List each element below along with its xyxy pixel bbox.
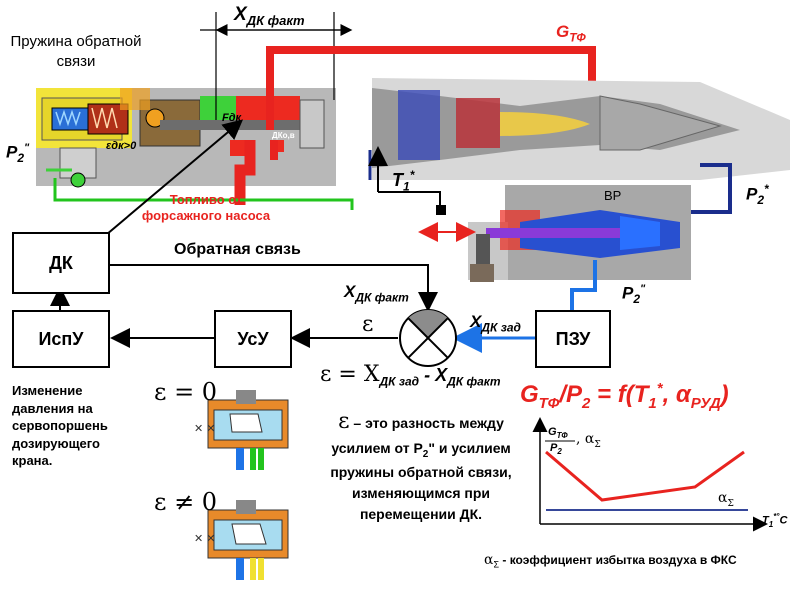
g-tf-label: GТФ: [556, 22, 586, 45]
bottom-note: αΣ - коэффициент избытка воздуха в ФКС: [484, 552, 737, 570]
eps-nonzero-label: ε ≠ 0: [154, 488, 218, 516]
fuel-source-label: Топливо от форсажного насоса: [141, 192, 271, 224]
eps-zero-label: ε = 0: [154, 378, 218, 406]
comparator-symbol: [399, 309, 457, 367]
eps-equation: ε = XДК зад - XДК факт: [320, 362, 501, 389]
fuel-regulator-drawing: [36, 88, 336, 188]
graph-ylabel-alpha: , αΣ: [576, 431, 601, 450]
block-pzu: ПЗУ: [535, 310, 611, 368]
function-graph: [532, 417, 768, 532]
eps-symbol: ε: [362, 312, 374, 337]
graph-ylabel-den: P2: [550, 442, 562, 457]
block-usu: УсУ: [214, 310, 292, 368]
block-ispu: ИспУ: [12, 310, 110, 368]
t1-label: T1*: [392, 168, 415, 194]
graph-ylabel: GТФ: [548, 426, 568, 441]
x-dk-fakt-mid-label: XДК факт: [344, 282, 409, 305]
bp-label: ВР: [604, 188, 622, 203]
eps-description: ε – это разность между усилием от P2" и …: [330, 409, 512, 522]
svg-text:✕ ✕: ✕ ✕: [194, 423, 216, 435]
p2-right-label: P2*: [746, 182, 769, 208]
dk-ov-label: ДКо,в: [272, 131, 295, 140]
f-dk-label: Fдк: [222, 112, 242, 124]
graph-alpha-line-label: αΣ: [718, 490, 734, 509]
left-note: Изменение давления на сервопоршень дозир…: [12, 383, 108, 469]
valve-state-eps-nonzero: ✕ ✕: [194, 500, 289, 580]
x-dk-zad-label: XДК зад: [470, 312, 521, 335]
valve-state-eps-zero: ✕ ✕: [194, 390, 289, 470]
eps-dk-label: εдк>0: [106, 140, 137, 152]
x-dk-fakt-top-label: XДК факт: [234, 4, 305, 28]
formula-title: GТФ/P2 = f(T1*, αРУД): [520, 380, 729, 412]
block-dk: ДК: [12, 232, 110, 294]
p2-left-label: P2": [6, 142, 30, 166]
feedback-label: Обратная связь: [174, 241, 301, 258]
spring-label: Пружина обратной связи: [10, 33, 142, 70]
p2-bottom-label: P2": [622, 283, 646, 307]
valve-drawing: [468, 185, 691, 282]
graph-xlabel: T1*°C: [762, 512, 788, 529]
svg-text:✕ ✕: ✕ ✕: [194, 533, 216, 545]
engine-drawing: [368, 78, 790, 180]
